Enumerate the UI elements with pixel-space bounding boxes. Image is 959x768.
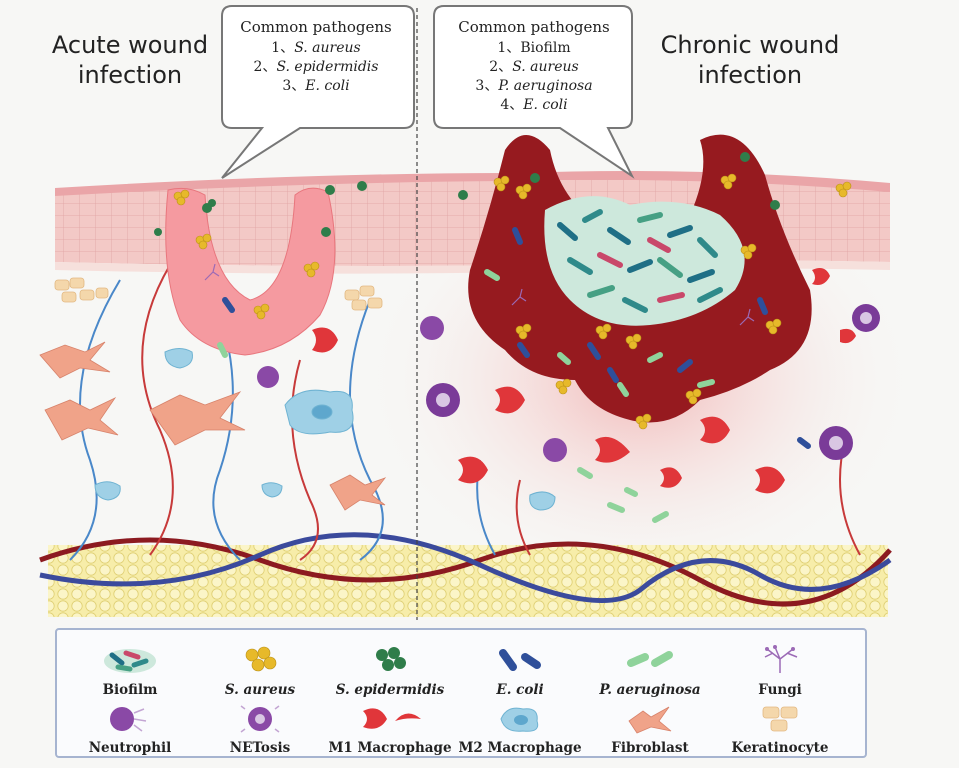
keratinocytes <box>54 277 383 311</box>
chronic-pathogens-bubble: Common pathogens 1、Biofilm 2、S. aureus 3… <box>436 18 632 115</box>
chronic-title: Chronic wound infection <box>660 31 840 89</box>
e-coli-rods <box>222 227 811 449</box>
speech-bubbles <box>221 5 635 179</box>
pathogen-item: 2、S. aureus <box>489 59 579 75</box>
fungi <box>204 263 755 326</box>
legend-e-coli: E. coli <box>455 640 585 698</box>
s-aureus-clusters <box>173 173 852 430</box>
legend-p-aeruginosa: P. aeruginosa <box>585 640 715 698</box>
legend-keratinocyte: Keratinocyte <box>715 698 845 756</box>
legend-m2-macrophage: M2 Macrophage <box>455 698 585 756</box>
pathogen-item: 1、S. aureus <box>271 40 361 56</box>
pathogen-item: 3、E. coli <box>282 78 350 94</box>
biofilm-icon <box>104 649 156 673</box>
legend-neutrophil: Neutrophil <box>65 698 195 756</box>
fibroblasts <box>39 341 387 511</box>
legend-m1-macrophage: M1 Macrophage <box>325 698 455 756</box>
e-coli-icon <box>499 649 541 671</box>
pathogen-item: 1、Biofilm <box>497 40 571 56</box>
legend-fungi: Fungi <box>715 640 845 698</box>
fat-layer <box>48 545 888 617</box>
acute-pathogens-bubble: Common pathogens 1、S. aureus 2、S. epider… <box>226 18 406 96</box>
legend-netosis: NETosis <box>195 698 325 756</box>
m2-macrophage-icon <box>500 707 539 732</box>
fibroblast-icon <box>628 706 672 734</box>
neutrophil-icon <box>110 707 147 732</box>
pathogen-item: 4、E. coli <box>500 97 568 113</box>
netosis-icon <box>240 705 280 733</box>
legend-biofilm: Biofilm <box>65 640 195 698</box>
p-aeruginosa-rods <box>217 269 715 523</box>
blood-vessels <box>39 264 892 607</box>
wound-diagram <box>39 5 920 620</box>
legend: Biofilm S. aureus S. epidermidis E. coli… <box>55 628 867 758</box>
pathogen-item: 2、S. epidermidis <box>253 59 379 75</box>
fungi-icon <box>764 645 798 673</box>
s-epidermidis-icon <box>376 647 406 671</box>
keratinocyte-icon <box>762 706 798 732</box>
m1-macrophage-icon <box>363 708 421 729</box>
bubble-heading: Common pathogens <box>240 18 392 36</box>
legend-s-aureus: S. aureus <box>195 640 325 698</box>
s-epidermidis-clusters <box>154 152 780 237</box>
legend-fibroblast: Fibroblast <box>585 698 715 756</box>
p-aeruginosa-icon <box>627 651 673 667</box>
pathogen-item: 3、P. aeruginosa <box>475 78 593 94</box>
legend-s-epidermidis: S. epidermidis <box>325 640 455 698</box>
s-aureus-icon <box>245 646 277 672</box>
acute-wound <box>165 187 336 356</box>
m1-macrophages <box>312 268 856 494</box>
bubble-heading: Common pathogens <box>458 18 610 36</box>
biofilm-rods <box>557 209 723 313</box>
neutrophils <box>257 304 880 462</box>
acute-title: Acute wound infection <box>51 31 209 89</box>
m2-macrophages <box>94 348 556 511</box>
